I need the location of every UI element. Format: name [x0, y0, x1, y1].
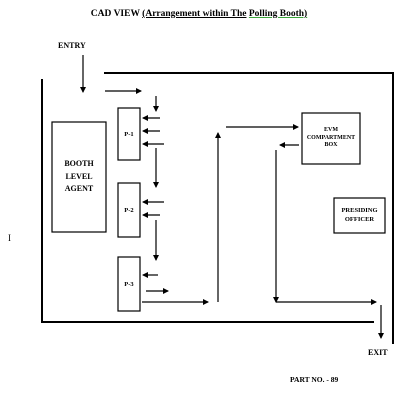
- p3-box: [117, 256, 141, 312]
- p1-label: P-1: [124, 130, 134, 138]
- title-underlined: (Arrangement within The: [142, 9, 247, 19]
- p3-label: P-3: [124, 280, 134, 288]
- exit-label: EXIT: [368, 348, 388, 357]
- part-number: PART NO. - 89: [290, 375, 339, 384]
- evm-label: EVM COMPARTMENT BOX: [306, 126, 356, 149]
- flow-arrows: [80, 55, 384, 339]
- evm-box: [301, 112, 361, 165]
- agent-box: [51, 121, 107, 233]
- diagram-title: CAD VIEW (Arrangement within The Polling…: [0, 9, 398, 19]
- entry-label: ENTRY: [58, 41, 86, 50]
- title-prefix: CAD VIEW: [90, 9, 140, 19]
- officer-box: [333, 197, 386, 234]
- agent-label: BOOTH LEVEL AGENT: [64, 159, 94, 194]
- officer-label: PRESIDING OFFICER: [341, 207, 378, 223]
- p2-label: P-2: [124, 206, 134, 214]
- p1-box: [117, 107, 141, 161]
- p2-box: [117, 182, 141, 238]
- booth-walls: [41, 72, 394, 344]
- title-underlined-green: Polling Booth): [248, 9, 308, 19]
- margin-mark: I: [8, 233, 11, 243]
